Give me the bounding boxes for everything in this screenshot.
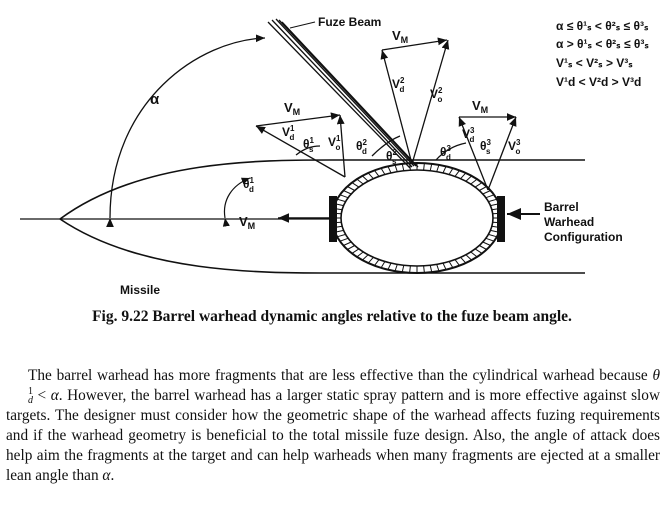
barrel-hatch-line — [482, 241, 491, 246]
barrel-warhead — [329, 162, 505, 274]
missile-outline — [59, 159, 585, 274]
barrel-hatch-line — [474, 248, 483, 254]
barrel-hatch-line — [460, 256, 467, 264]
svg-text:α ≤ θ¹ₛ < θ²ₛ ≤ θ³ₛ: α ≤ θ¹ₛ < θ²ₛ ≤ θ³ₛ — [556, 19, 649, 33]
barrel-hatch-line — [470, 251, 478, 258]
svg-text:V¹ₛ < V²ₛ > V³ₛ: V¹ₛ < V²ₛ > V³ₛ — [556, 56, 633, 70]
barrel-hatch-line — [488, 198, 498, 203]
barrel-hatch-line — [374, 170, 380, 177]
barrel-hatch-line — [479, 245, 487, 250]
barrel-hatch-line — [380, 167, 386, 175]
barrel-hatch-line — [401, 265, 405, 273]
barrel-hatch-line — [367, 256, 374, 264]
theta-d1-arc — [222, 177, 251, 227]
barrel-hatch-line — [409, 265, 411, 273]
label-fuze-beam: Fuze Beam — [318, 15, 381, 29]
barrel-hatch-line — [485, 237, 495, 242]
paragraph-part-1: The barrel warhead has more fragments th… — [28, 367, 653, 384]
barrel-hatch-line — [387, 262, 392, 270]
barrel-hatch-line — [448, 167, 454, 175]
barrel-hatch-line — [474, 182, 483, 188]
barrel-hatch-line — [460, 172, 467, 180]
barrel-hatch-line — [336, 198, 346, 203]
barrel-hatch-line — [465, 254, 472, 261]
barrel-hatch-line — [374, 259, 380, 266]
barrel-hatch-line — [394, 164, 398, 172]
barrel-hatch-line — [423, 163, 425, 171]
barrel-hatch-line — [339, 194, 349, 199]
fuze-beam-leader — [289, 21, 316, 29]
paragraph-part-2: . However, the barrel warhead has a larg… — [6, 387, 660, 484]
barrel-hatch-line — [429, 265, 433, 273]
barrel-hatch-line — [356, 251, 364, 258]
barrel-hatch-line — [387, 166, 392, 174]
body-paragraph: The barrel warhead has more fragments th… — [6, 367, 660, 484]
barrel-hatch-line — [465, 175, 472, 182]
barrel-hatch-line — [339, 237, 349, 242]
barrel-hatch-line — [470, 178, 478, 185]
svg-text:V¹d < V²d > V³d: V¹d < V²d > V³d — [556, 75, 641, 89]
label-missile: Missile — [120, 283, 160, 297]
barrel-hatch-line — [442, 262, 447, 270]
barrel-hatch-line — [479, 186, 487, 191]
label-barrel-1: Barrel — [544, 200, 579, 214]
barrel-hatch-line — [423, 265, 425, 273]
barrel-hatch-line — [380, 261, 386, 269]
barrel-hatch-line — [485, 194, 495, 199]
label-vm-3: VM — [472, 98, 488, 115]
barrel-hatch-line — [351, 248, 360, 254]
label-vm-axis: VM — [239, 214, 255, 231]
velocity-triangle-1 — [255, 112, 346, 178]
barrel-hatch-line — [454, 259, 460, 266]
barrel-hatch-line — [429, 163, 433, 171]
barrel-hatch-line — [343, 190, 352, 195]
label-vm-1: VM — [284, 100, 300, 117]
barrel-hatch-line — [351, 182, 360, 188]
barrel-hatch-line — [362, 175, 369, 182]
barrel-hatch-line — [343, 241, 352, 246]
label-barrel-2: Warhead — [544, 215, 594, 229]
barrel-hatch-line — [448, 261, 454, 269]
barrel-warhead-figure: Fuze Beam α Missile Barrel Warhead Confi… — [20, 15, 649, 297]
label-alpha: α — [150, 91, 160, 108]
barrel-hatch-line — [482, 190, 491, 195]
barrel-hatch-line — [336, 233, 346, 238]
inequality-legend: α ≤ θ¹ₛ < θ²ₛ ≤ θ³ₛ α > θ¹ₛ < θ²ₛ ≤ θ³ₛ … — [556, 19, 649, 89]
alpha-arc — [106, 34, 266, 228]
velocity-triangle-2 — [371, 37, 450, 165]
barrel-hatch-line — [362, 254, 369, 261]
label-vm-2: VM — [392, 28, 408, 45]
barrel-hatch-line — [488, 233, 498, 238]
barrel-hatch-line — [442, 166, 447, 174]
barrel-hatch-line — [454, 170, 460, 177]
velocity-triangle-3 — [435, 113, 517, 191]
svg-text:α > θ¹ₛ < θ²ₛ ≤ θ³ₛ: α > θ¹ₛ < θ²ₛ ≤ θ³ₛ — [556, 37, 649, 51]
label-barrel-3: Configuration — [544, 230, 623, 244]
barrel-hatch-line — [347, 186, 355, 191]
barrel-hatch-line — [401, 163, 405, 171]
math-alpha-end: α — [102, 467, 111, 484]
barrel-hatch-line — [436, 164, 440, 172]
figure-caption: Fig. 9.22 Barrel warhead dynamic angles … — [92, 308, 572, 325]
barrel-hatch-line — [394, 264, 398, 272]
barrel-hatch-line — [436, 264, 440, 272]
barrel-hatch-line — [356, 178, 364, 185]
barrel-hatch-line — [367, 172, 374, 180]
barrel-hatch-line — [347, 245, 355, 250]
